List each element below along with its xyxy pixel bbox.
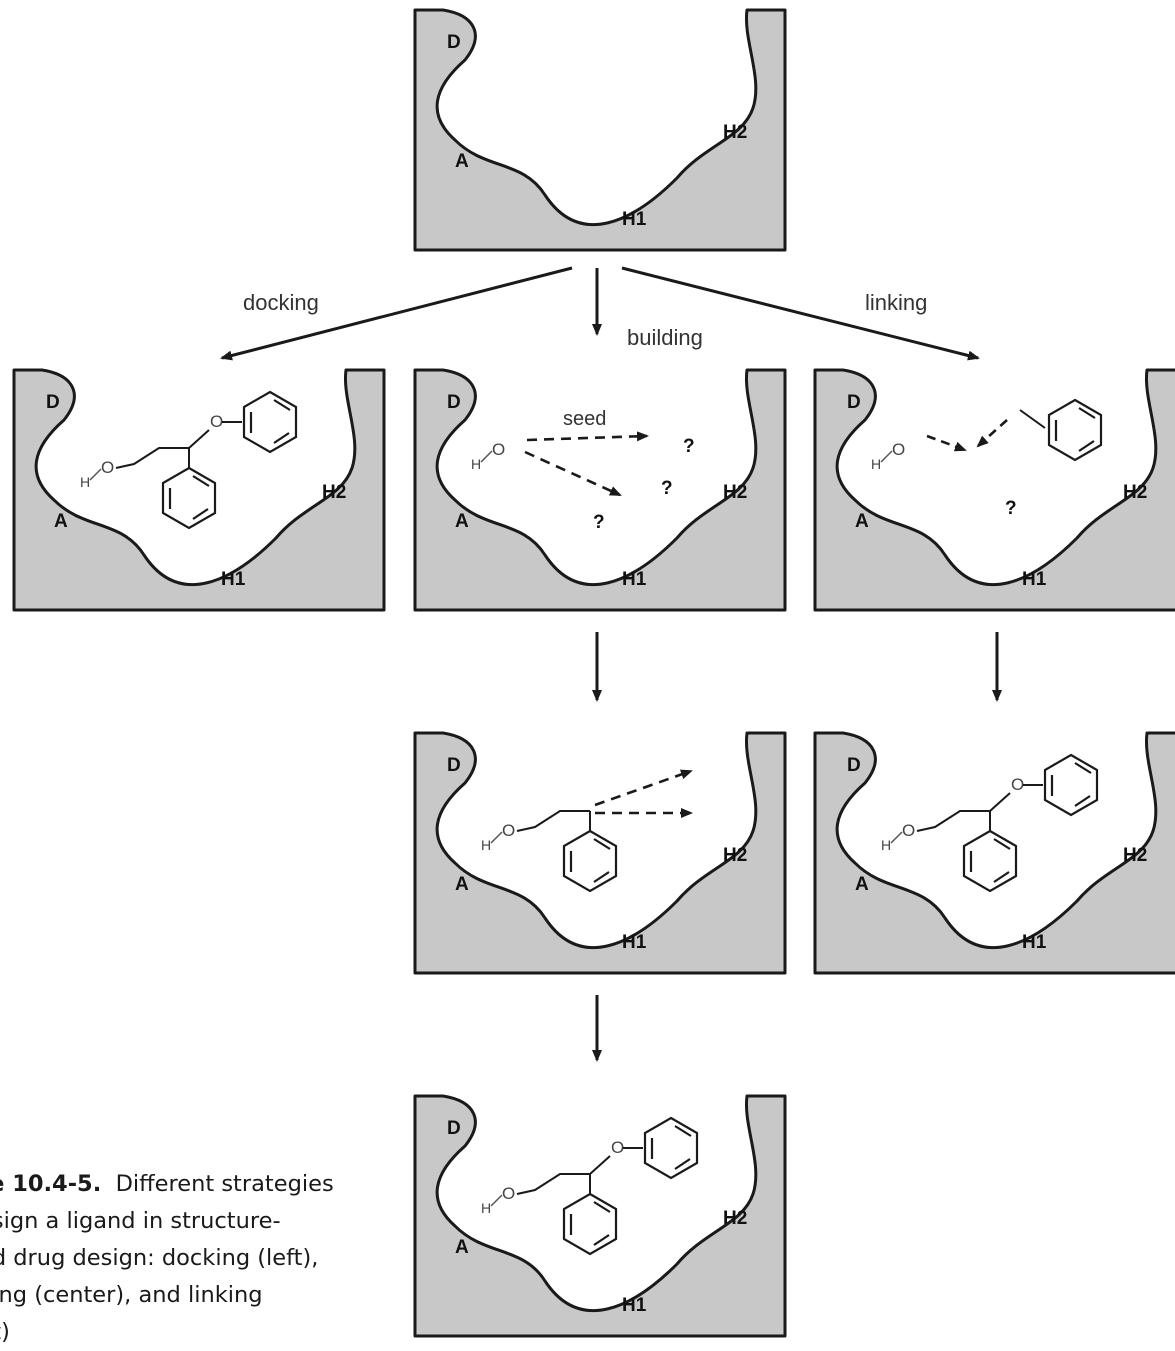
linking-label: linking bbox=[865, 290, 927, 315]
panel-docking bbox=[12, 368, 386, 612]
branch-arrows: docking building linking bbox=[220, 266, 980, 361]
growth-arrow-upper bbox=[594, 769, 693, 807]
unknown-mark: ? bbox=[661, 478, 673, 499]
panel-building-result bbox=[413, 1094, 787, 1338]
seed-arrow-upper bbox=[526, 431, 649, 442]
figure-number: re 10.4-5. bbox=[0, 1171, 102, 1197]
link-arrow-left bbox=[926, 434, 967, 452]
figure-caption: re 10.4-5. Different strategies esign a … bbox=[0, 1166, 398, 1351]
seed-label: seed bbox=[563, 408, 606, 430]
building-label: building bbox=[627, 325, 703, 350]
caption-line: ding (center), and linking bbox=[0, 1282, 263, 1308]
link-arrow-right bbox=[976, 419, 1008, 448]
docking-arrow bbox=[220, 266, 573, 361]
unknown-mark: ? bbox=[593, 512, 605, 533]
caption-line: esign a ligand in structure- bbox=[0, 1208, 281, 1234]
caption-line: nt) bbox=[0, 1319, 10, 1345]
caption-line: ed drug design: docking (left), bbox=[0, 1245, 319, 1271]
panel-linking-result bbox=[813, 731, 1175, 975]
seed-arrow-lower bbox=[524, 450, 622, 497]
panel-building-seed: seed ? ? ? bbox=[413, 368, 787, 612]
unknown-mark: ? bbox=[683, 436, 695, 457]
caption-line: Different strategies bbox=[115, 1171, 334, 1197]
docking-label: docking bbox=[243, 290, 319, 315]
panel-linking-fragments: ? bbox=[813, 368, 1175, 612]
unknown-mark: ? bbox=[1005, 498, 1017, 519]
panel-building-growth bbox=[413, 731, 787, 975]
linking-arrow bbox=[621, 266, 980, 361]
panel-empty-pocket bbox=[413, 8, 787, 252]
